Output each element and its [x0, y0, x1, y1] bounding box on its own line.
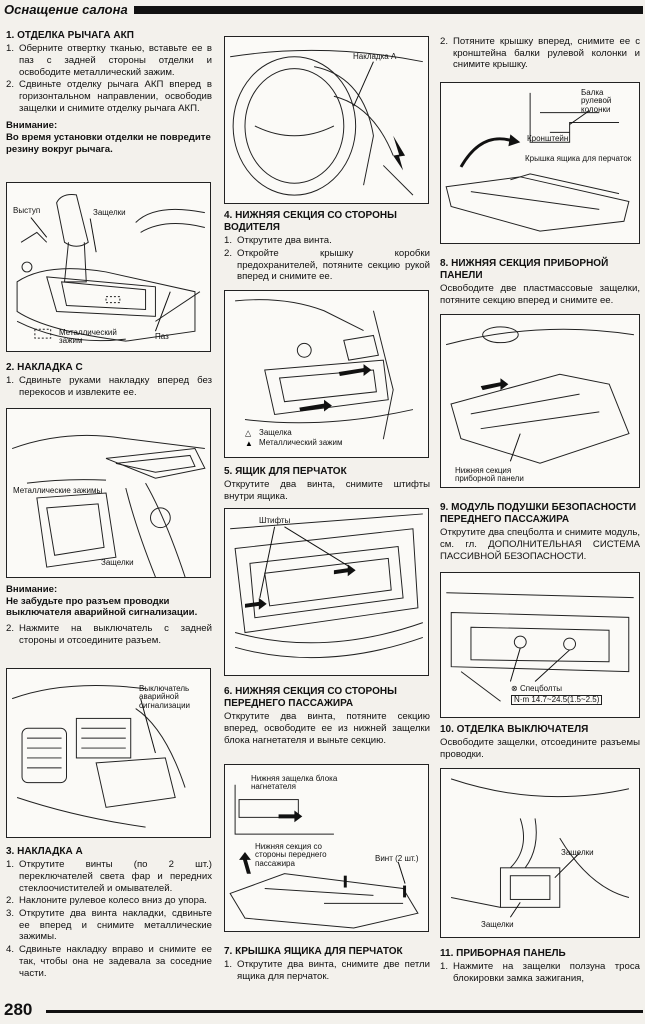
label-slot: Паз: [155, 332, 169, 341]
label-cover: Крышка ящика для перчаток: [525, 154, 632, 163]
warning-heading: Внимание:: [6, 584, 58, 595]
figure-airbag-module: ⊗ Спецболты N·m 14.7~24.5(1.5~2.5): [440, 572, 640, 718]
section-10: 10. ОТДЕЛКА ВЫКЛЮЧАТЕЛЯ Освободите защел…: [440, 724, 640, 761]
hazard-switch-drawing: [11, 684, 186, 828]
label-latches-2: Защелки: [481, 920, 514, 929]
section-2: 2. НАКЛАДКА С 1.Сдвиньте руками накладку…: [6, 362, 212, 400]
warning-heading: Внимание:: [6, 120, 58, 132]
figure-trim-c: Металлические зажимы Защелки: [6, 408, 211, 578]
dash-lower-section-drawing: [445, 326, 634, 464]
section-9: 9. МОДУЛЬ ПОДУШКИ БЕЗОПАСНОСТИ ПЕРЕДНЕГО…: [440, 502, 640, 562]
figure-switch-trim: Защелки Защелки: [440, 768, 640, 938]
label-latches-1: Защелки: [561, 848, 594, 857]
driver-lower-section-drawing: △ ▲: [235, 299, 414, 448]
glove-box-cover-drawing: [445, 92, 630, 232]
figure-glove-box: Штифты: [224, 508, 429, 676]
step: 4.Сдвиньте накладку вправо и снимите ее …: [6, 944, 212, 979]
step: 1.Нажмите на защелки ползуна троса блоки…: [440, 961, 640, 984]
section-3: 3. НАКЛАДКА А 1.Открутите винты (по 2 шт…: [6, 846, 212, 980]
section-10-text: Освободите защелки, отсоедините разъемы …: [440, 737, 640, 760]
label-screw: Винт (2 шт.): [375, 854, 419, 863]
step: 2.Откройте крышку коробки предохранителе…: [224, 248, 430, 283]
figure-glove-box-cover: Балка рулевой колонки Кронштейн Крышка я…: [440, 82, 640, 244]
section-4: 4. НИЖНЯЯ СЕКЦИЯ СО СТОРОНЫ ВОДИТЕЛЯ 1.О…: [224, 210, 430, 284]
step: 1.Открутите винты (по 2 шт.) переключате…: [6, 859, 212, 894]
figure-shift-lever-trim: Выступ Защелки Металлический зажим Паз: [6, 182, 211, 352]
section-7: 7. КРЫШКА ЯЩИКА ДЛЯ ПЕРЧАТОК 1.Открутите…: [224, 946, 430, 984]
label-blower-latch: Нижняя защелка блока нагнетателя: [251, 774, 338, 792]
warning-text: Не забудьте про разъем проводки выключат…: [6, 595, 198, 619]
steering-wheel-drawing: [230, 49, 423, 196]
step: 2.Наклоните рулевое колесо вниз до упора…: [6, 895, 207, 907]
section-6-text: Открутите два винта, потяните секцию впе…: [224, 711, 430, 746]
label-beam: Балка рулевой колонки: [581, 88, 612, 114]
label-metal-clip: Металлический зажим: [259, 438, 343, 447]
shift-lever-drawing: [16, 194, 205, 342]
label-pins: Штифты: [259, 516, 291, 525]
section-2-warning: Внимание: Не забудьте про разъем проводк…: [6, 584, 212, 648]
step: 2.Нажмите на выключатель с задней сторон…: [6, 623, 212, 646]
section-5: 5. ЯЩИК ДЛЯ ПЕРЧАТОК Открутите два винта…: [224, 466, 430, 503]
section-11-title: 11. ПРИБОРНАЯ ПАНЕЛЬ: [440, 948, 566, 959]
label-latch: Защелка: [259, 428, 292, 437]
step: 1.Сдвиньте руками накладку вперед без пе…: [6, 375, 212, 398]
figure-trim-a: Накладка А: [224, 36, 429, 204]
label-hazard-switch: Выключатель аварийной сигнализации: [139, 684, 191, 710]
label-latches: Защелки: [93, 208, 126, 217]
svg-text:▲: ▲: [245, 439, 253, 448]
section-6-title: 6. НИЖНЯЯ СЕКЦИЯ СО СТОРОНЫ ПЕРЕДНЕГО ПА…: [224, 686, 397, 710]
figure-driver-lower-section: △ ▲ Защелка Металлический зажим: [224, 290, 429, 458]
label-special-bolts: ⊗ Спецболты: [511, 684, 563, 693]
svg-text:△: △: [245, 428, 252, 437]
page-header: Оснащение салона: [0, 0, 645, 20]
label-dash-lower: Нижняя секция приборной панели: [455, 466, 524, 484]
airbag-module-drawing: [446, 592, 634, 702]
page-title: Оснащение салона: [4, 2, 134, 18]
section-8-text: Освободите две пластмассовые защелки, по…: [440, 283, 640, 307]
section-3-title: 3. НАКЛАДКА А: [6, 846, 83, 857]
step: 1.Открутите два винта.: [224, 235, 332, 247]
label-protrusion: Выступ: [13, 206, 41, 215]
section-1-title: 1. ОТДЕЛКА РЫЧАГА АКП: [6, 30, 134, 41]
step: 1.Открутите два винта, снимите две петли…: [224, 959, 430, 982]
switch-trim-drawing: [450, 778, 630, 918]
page-number: 280: [4, 1000, 33, 1019]
section-9-title: 9. МОДУЛЬ ПОДУШКИ БЕЗОПАСНОСТИ ПЕРЕДНЕГО…: [440, 502, 637, 526]
section-5-text: Открутите два винта, снимите штифты внут…: [224, 479, 430, 502]
step: 2.Потяните крышку вперед, снимите ее с к…: [440, 36, 640, 71]
section-11: 11. ПРИБОРНАЯ ПАНЕЛЬ 1.Нажмите на защелк…: [440, 948, 640, 986]
column-1: 1. ОТДЕЛКА РЫЧАГА АКП 1.Оберните отвертк…: [6, 30, 212, 156]
label-bracket: Кронштейн: [527, 134, 569, 143]
step: 2.Сдвиньте отделку рычага АКП вперед в г…: [6, 79, 212, 114]
section-10-title: 10. ОТДЕЛКА ВЫКЛЮЧАТЕЛЯ: [440, 724, 589, 735]
figure-hazard-switch: Выключатель аварийной сигнализации: [6, 668, 211, 838]
warning-text: Во время установки отделки не повредите …: [6, 132, 211, 155]
page-footer: 280: [0, 998, 645, 1024]
label-torque: N·m 14.7~24.5(1.5~2.5): [511, 695, 603, 706]
label-metal-clips: Металлические зажимы: [13, 486, 103, 495]
figure-passenger-lower-section: Нижняя защелка блока нагнетателя Нижняя …: [224, 764, 429, 932]
figure-dash-lower-section: Нижняя секция приборной панели: [440, 314, 640, 488]
passenger-lower-section-drawing: [229, 784, 419, 929]
header-bar: [130, 6, 643, 14]
section-9-text: Открутите два спецболта и снимите модуль…: [440, 527, 640, 562]
section-8: 8. НИЖНЯЯ СЕКЦИЯ ПРИБОРНОЙ ПАНЕЛИ Освобо…: [440, 258, 640, 307]
section-4-title: 4. НИЖНЯЯ СЕКЦИЯ СО СТОРОНЫ ВОДИТЕЛЯ: [224, 210, 397, 234]
glove-box-drawing: [230, 513, 424, 659]
footer-line: [46, 1010, 643, 1013]
section-7-title: 7. КРЫШКА ЯЩИКА ДЛЯ ПЕРЧАТОК: [224, 946, 403, 957]
section-8-title: 8. НИЖНЯЯ СЕКЦИЯ ПРИБОРНОЙ ПАНЕЛИ: [440, 258, 609, 282]
step: 1.Оберните отвертку тканью, вставьте ее …: [6, 43, 212, 78]
trim-c-drawing: [11, 434, 206, 577]
section-2-title: 2. НАКЛАДКА С: [6, 362, 83, 373]
label-trim-a: Накладка А: [353, 52, 397, 61]
step: 3.Открутите два винта накладки, сдвиньте…: [6, 908, 212, 943]
label-metal-clip: Металлический зажим: [59, 328, 117, 346]
label-latches: Защелки: [101, 558, 134, 567]
section-6: 6. НИЖНЯЯ СЕКЦИЯ СО СТОРОНЫ ПЕРЕДНЕГО ПА…: [224, 686, 430, 746]
section-5-title: 5. ЯЩИК ДЛЯ ПЕРЧАТОК: [224, 466, 347, 477]
section-7-cont: 2.Потяните крышку вперед, снимите ее с к…: [440, 36, 640, 72]
label-lower-section: Нижняя секция со стороны переднего пасса…: [255, 842, 327, 868]
